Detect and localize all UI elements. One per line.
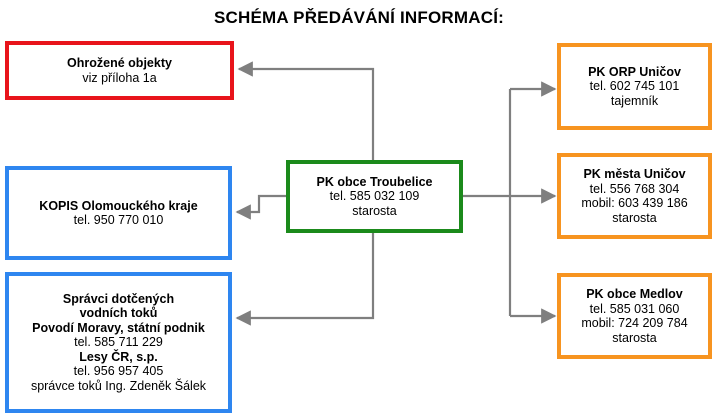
managers-heading-2: vodních toků [79,306,158,321]
diagram-title: SCHÉMA PŘEDÁVÁNÍ INFORMACÍ: [214,8,504,27]
endangered-title: Ohrožené objekty [67,56,172,70]
orp-unicov-box: PK ORP Uničov tel. 602 745 101 tajemník [557,43,712,130]
town-phone: tel. 556 768 304 [589,181,680,196]
arrow-to-endangered [237,61,375,160]
river-administrator: správce toků Ing. Zdeněk Šálek [30,378,207,393]
povodi-moravy-phone: tel. 585 711 229 [74,335,163,350]
medlov-role: starosta [612,330,657,345]
unicov-town-box: PK města Uničov tel. 556 768 304 mobil: … [557,153,712,239]
town-mobile: mobil: 603 439 186 [581,196,688,210]
medlov-mobile: mobil: 724 209 784 [581,316,688,330]
kopis-phone: tel. 950 770 010 [73,213,164,227]
lesy-cr-phone: tel. 956 957 405 [73,364,164,379]
town-title: PK města Uničov [583,167,686,181]
lesy-cr-name: Lesy ČR, s.p. [79,349,158,364]
center-title: PK obce Troubelice [316,174,433,189]
endangered-note: viz příloha 1a [82,70,157,85]
orp-title: PK ORP Uničov [588,64,681,79]
troubelice-center-box: PK obce Troubelice tel. 585 032 109 star… [286,160,463,233]
medlov-phone: tel. 585 031 060 [589,301,680,316]
medlov-title: PK obce Medlov [586,287,683,301]
povodi-moravy-name: Povodí Moravy, státní podnik [32,320,205,335]
arrow-to-kopis [235,194,287,220]
town-role: starosta [612,210,657,225]
center-role: starosta [352,203,397,218]
center-phone: tel. 585 032 109 [329,189,420,204]
endangered-objects-box: Ohrožené objekty viz příloha 1a [5,41,234,100]
orp-role: tajemník [610,93,659,108]
orp-phone: tel. 602 745 101 [589,79,680,94]
medlov-box: PK obce Medlov tel. 585 031 060 mobil: 7… [557,273,712,359]
kopis-box: KOPIS Olomouckého kraje tel. 950 770 010 [5,166,232,260]
arrow-to-managers [235,233,375,326]
kopis-title: KOPIS Olomouckého kraje [39,198,198,213]
river-managers-box: Správci dotčených vodních toků Povodí Mo… [5,272,232,413]
managers-heading-1: Správci dotčených [62,291,175,306]
